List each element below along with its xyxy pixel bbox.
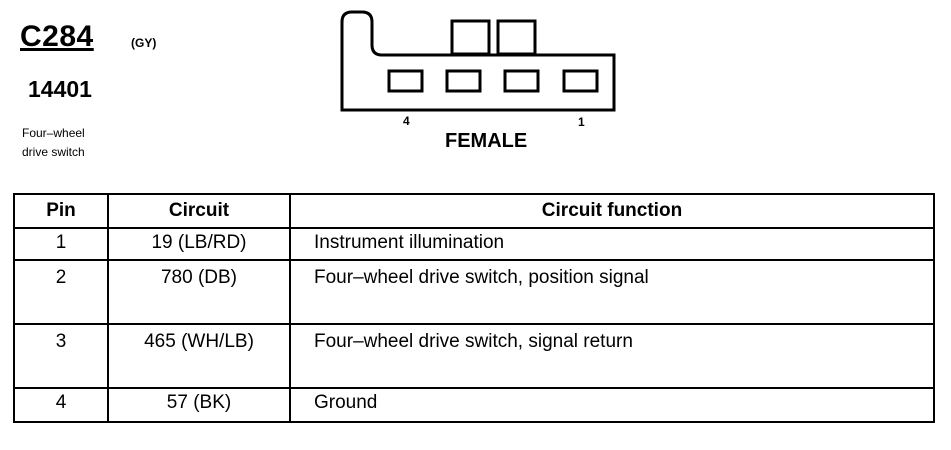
cell-pin: 1 (13, 227, 109, 261)
header-circuit-function: Circuit function (289, 193, 935, 229)
part-number: 14401 (28, 76, 92, 102)
pin-cavity-4 (387, 69, 424, 93)
cell-function: Ground (289, 387, 935, 423)
locking-tab-right (496, 19, 537, 56)
description-line-2: drive switch (22, 145, 85, 159)
connector-description: Four–wheel drive switch (22, 124, 132, 162)
table-row: 3 465 (WH/LB) Four–wheel drive switch, s… (13, 323, 935, 389)
table-header-row: Pin Circuit Circuit function (13, 193, 935, 229)
cell-circuit: 465 (WH/LB) (107, 323, 291, 389)
cell-pin: 3 (13, 323, 109, 389)
connector-id: C284 (20, 20, 94, 53)
cell-circuit: 780 (DB) (107, 259, 291, 325)
header-pin: Pin (13, 193, 109, 229)
header-circuit: Circuit (107, 193, 291, 229)
connector-gender: FEMALE (445, 130, 528, 152)
cell-pin: 2 (13, 259, 109, 325)
pin-cavity-2 (503, 69, 540, 93)
pinout-table: Pin Circuit Circuit function 1 19 (LB/RD… (13, 193, 935, 423)
table-row: 2 780 (DB) Four–wheel drive switch, posi… (13, 259, 935, 325)
cell-function: Instrument illumination (289, 227, 935, 261)
description-line-1: Four–wheel (22, 126, 85, 140)
pin-cavity-3 (445, 69, 482, 93)
pin-label-left: 4 (403, 114, 410, 128)
cell-function: Four–wheel drive switch, position signal (289, 259, 935, 325)
table-row: 4 57 (BK) Ground (13, 387, 935, 423)
connector-face-diagram (340, 10, 616, 112)
pin-cavity-1 (562, 69, 599, 93)
table-row: 1 19 (LB/RD) Instrument illumination (13, 227, 935, 261)
cell-circuit: 57 (BK) (107, 387, 291, 423)
pin-label-right: 1 (578, 115, 585, 129)
connector-housing-outline (340, 10, 616, 112)
cell-circuit: 19 (LB/RD) (107, 227, 291, 261)
locking-tab-left (450, 19, 491, 56)
cell-pin: 4 (13, 387, 109, 423)
connector-color-code: (GY) (131, 36, 157, 50)
cell-function: Four–wheel drive switch, signal return (289, 323, 935, 389)
